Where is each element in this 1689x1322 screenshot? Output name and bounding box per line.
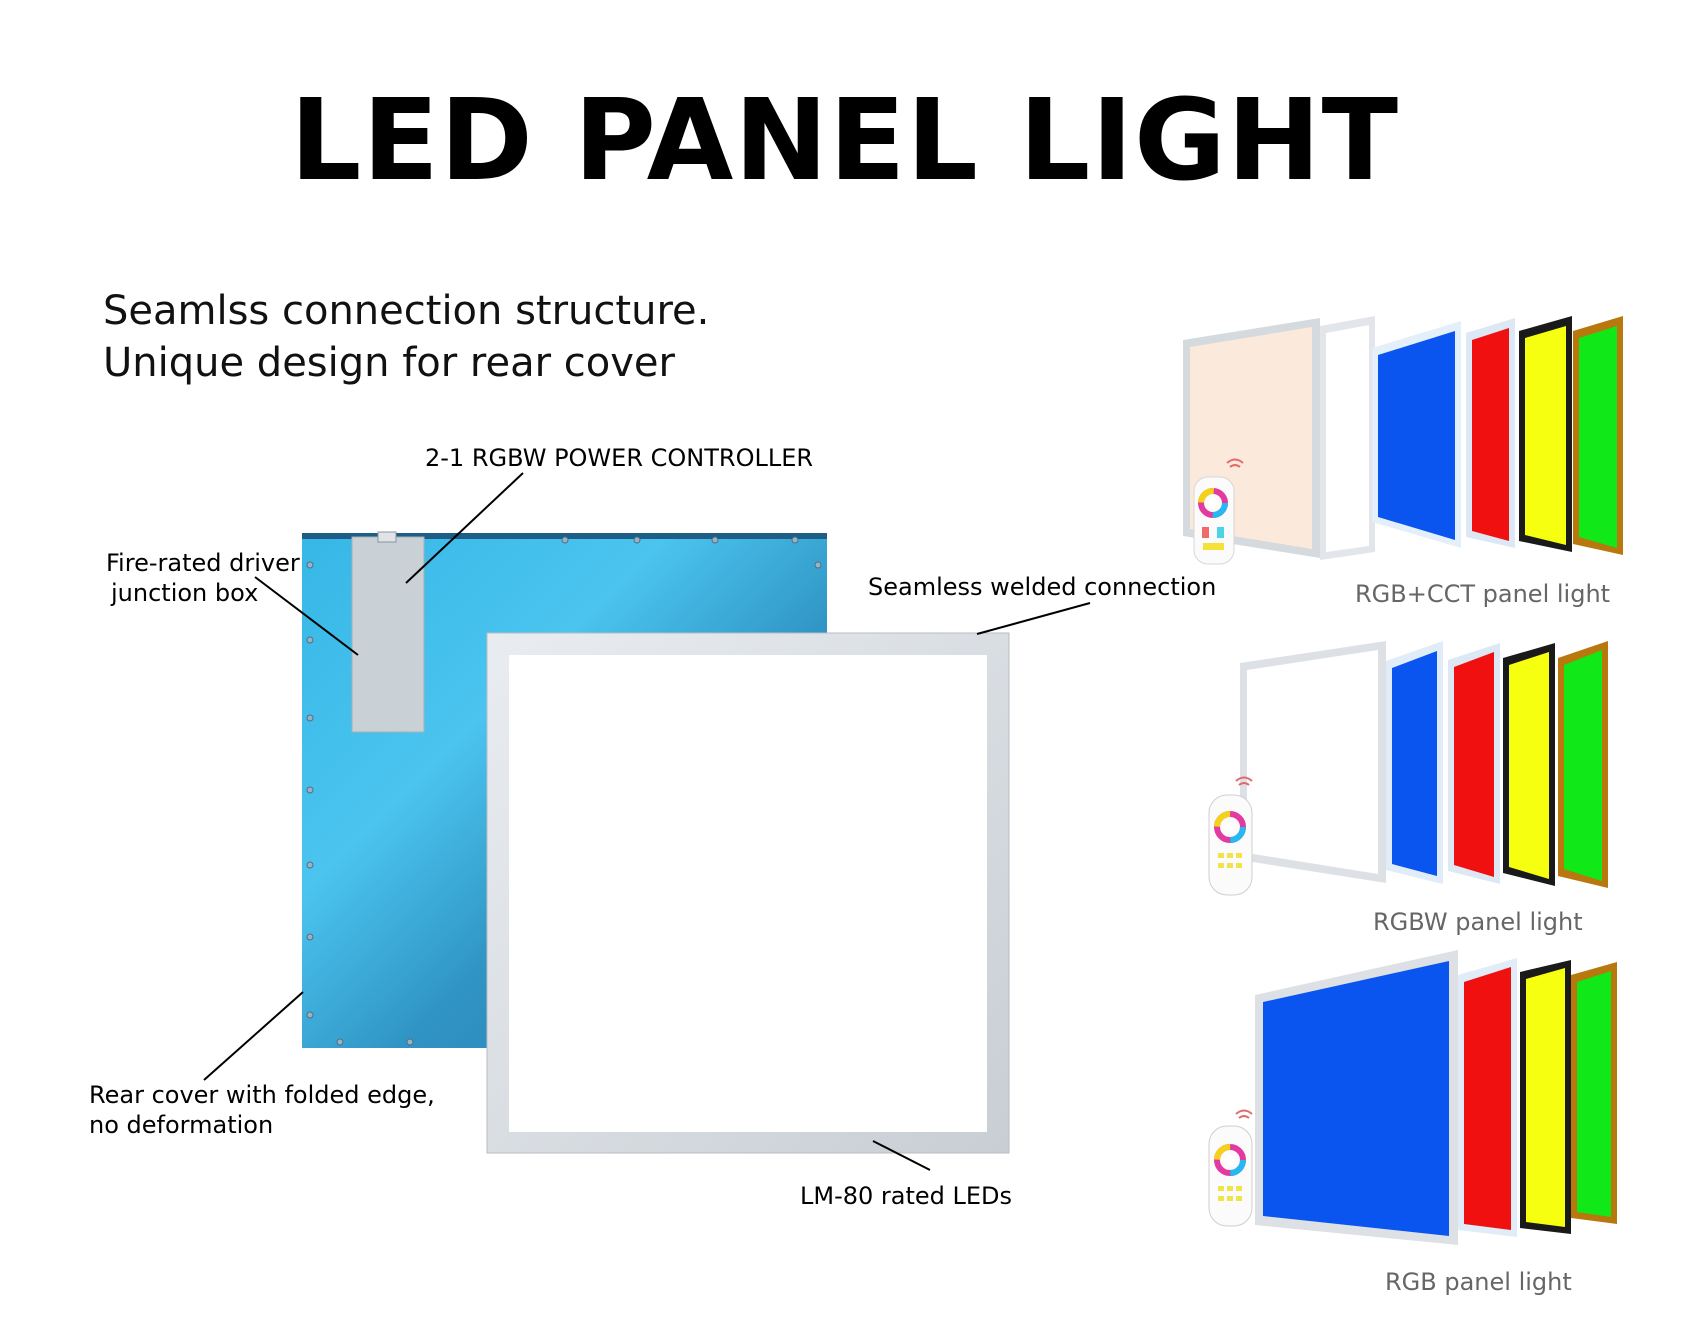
callout-rear-line-2: no deformation [89,1111,274,1139]
caption-rgbw: RGBW panel light [1373,908,1583,936]
callout-controller: 2-1 RGBW POWER CONTROLLER [425,444,814,472]
callout-rear-line-1: Rear cover with folded edge, [89,1081,435,1109]
callout-junction-box: Fire-rated driver junction box [106,548,300,608]
subtitle-line-2: Unique design for rear cover [103,340,675,386]
caption-rgb: RGB panel light [1385,1268,1572,1296]
callout-welded-connection: Seamless welded connection [868,573,1217,601]
remote-control-icon [1193,476,1235,565]
page-title: LED PANEL LIGHT [289,76,1400,206]
subtitle-line-1: Seamlss connection structure. [103,288,710,334]
rgbw-panel-group [1208,641,1608,896]
rgb-panel-group [1208,950,1617,1245]
wifi-signal-icon [1235,776,1253,786]
callout-leds: LM-80 rated LEDs [800,1182,1013,1210]
caption-rgbcct: RGB+CCT panel light [1355,580,1611,608]
wifi-signal-icon [1235,1109,1253,1119]
subtitle: Seamlss connection structure. Unique des… [103,285,709,389]
callout-junction-line-2: junction box [111,579,259,607]
callout-rear-cover: Rear cover with folded edge, no deformat… [89,1080,435,1140]
remote-control-icon [1208,794,1253,896]
junction-box [351,531,425,733]
remote-control-icon [1208,1125,1253,1227]
callout-junction-line-1: Fire-rated driver [106,549,300,577]
wifi-signal-icon [1226,458,1244,468]
front-panel [486,632,1010,1154]
rgbcct-panel-group [1183,316,1623,565]
leader-lines [203,472,1091,1171]
